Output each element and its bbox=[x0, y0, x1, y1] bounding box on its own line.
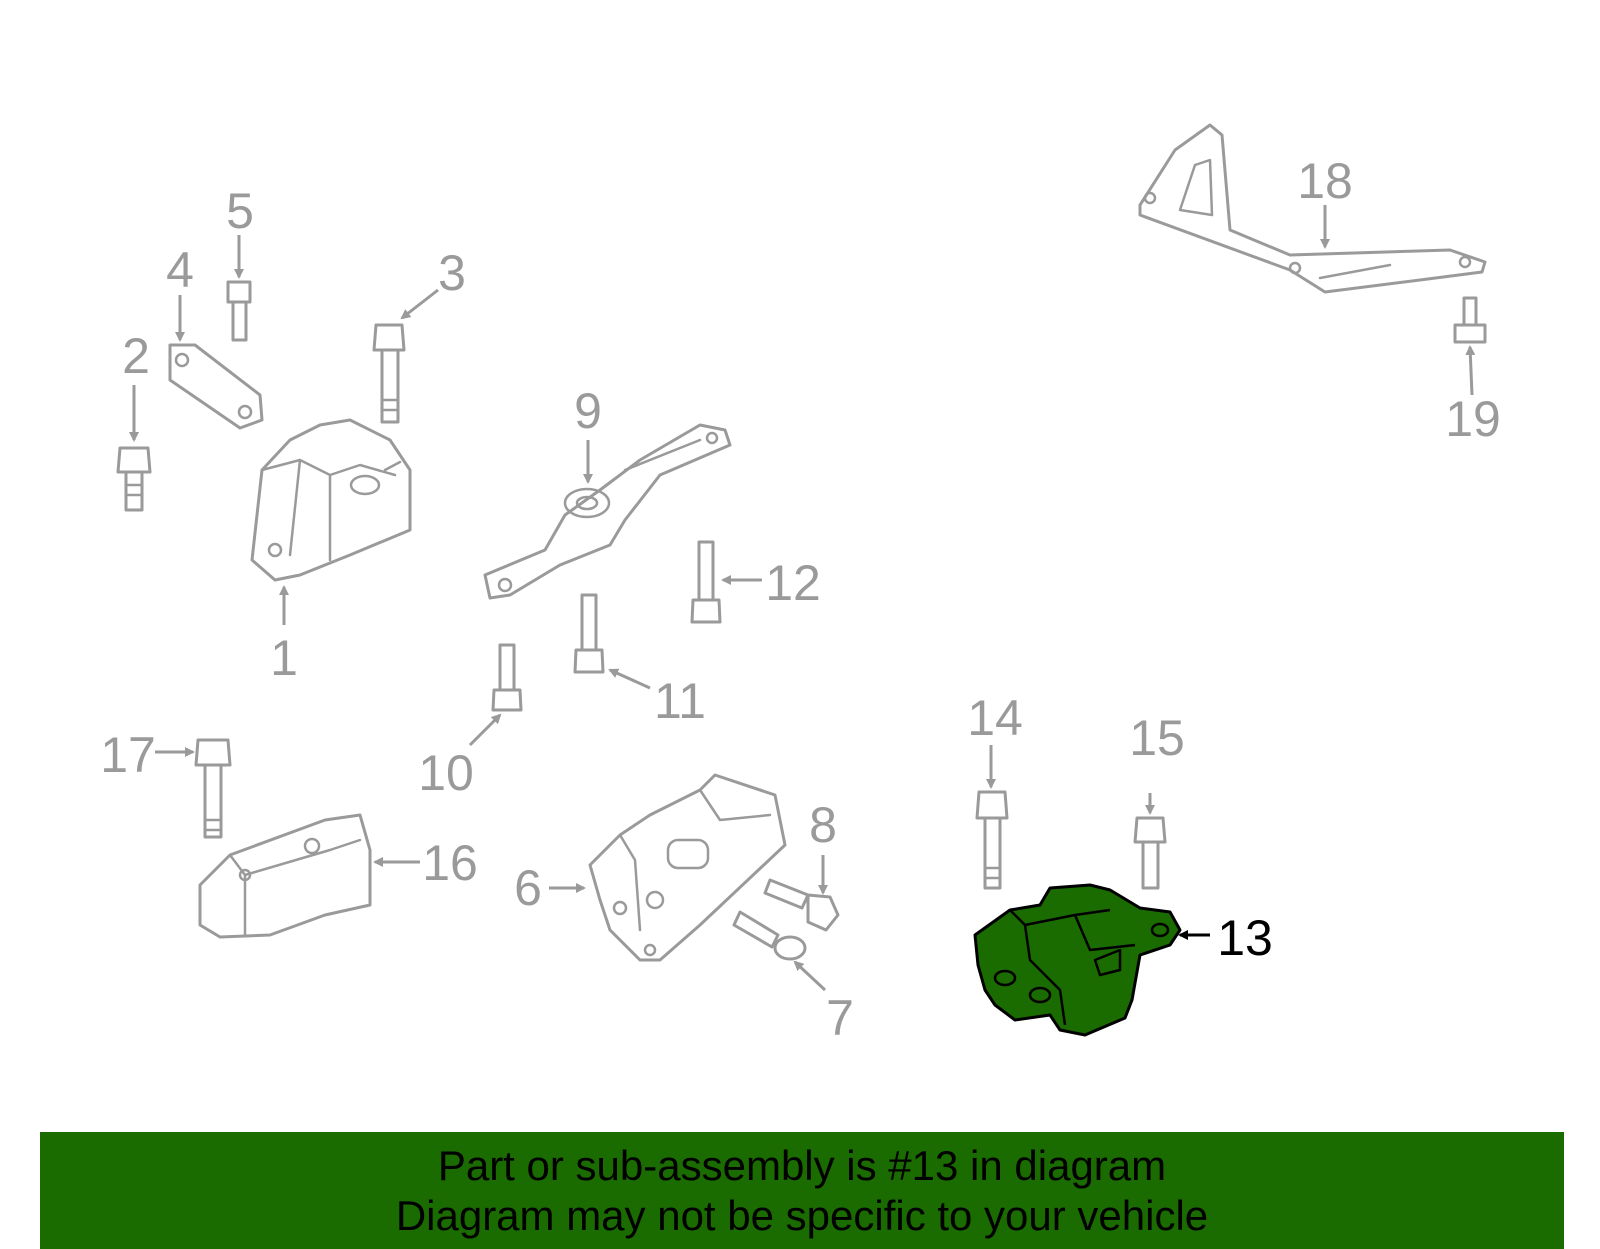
part-16-mount[interactable] bbox=[198, 813, 372, 939]
part-5-bolt[interactable] bbox=[226, 280, 252, 342]
part-19-bolt[interactable] bbox=[1453, 296, 1487, 344]
callout-6: 6 bbox=[514, 860, 542, 916]
part-9-torque-rod[interactable] bbox=[483, 423, 732, 600]
callout-2: 2 bbox=[122, 328, 150, 384]
part-17-bolt[interactable] bbox=[194, 738, 232, 839]
callout-13: 13 bbox=[1217, 910, 1273, 966]
part-11-bolt[interactable] bbox=[573, 593, 605, 674]
part-13-transmission-mount[interactable] bbox=[973, 883, 1182, 1037]
part-14-bolt[interactable] bbox=[975, 790, 1009, 890]
part-10-bolt[interactable] bbox=[491, 643, 523, 712]
footer-line-disclaimer: Diagram may not be specific to your vehi… bbox=[395, 1191, 1209, 1239]
callout-4: 4 bbox=[166, 242, 194, 298]
part-2-bolt[interactable] bbox=[116, 446, 152, 512]
callout-10: 10 bbox=[418, 745, 474, 801]
part-4-bracket[interactable] bbox=[168, 343, 264, 430]
callout-1: 1 bbox=[270, 630, 298, 686]
callout-8: 8 bbox=[809, 797, 837, 853]
part-7-bolt[interactable] bbox=[732, 910, 807, 961]
part-1-engine-mount[interactable] bbox=[250, 418, 412, 582]
callout-19: 19 bbox=[1445, 391, 1501, 447]
part-15-bolt[interactable] bbox=[1133, 816, 1167, 890]
part-12-bolt[interactable] bbox=[690, 540, 722, 624]
footer-line-part-info: Part or sub-assembly is #13 in diagram bbox=[437, 1141, 1167, 1189]
callout-16: 16 bbox=[422, 835, 478, 891]
callout-12: 12 bbox=[765, 555, 821, 611]
footer-banner: Part or sub-assembly is #13 in diagram D… bbox=[40, 1132, 1564, 1249]
callout-labels: 1 2 3 4 5 6 7 8 9 10 11 12 13 14 15 16 1… bbox=[100, 153, 1501, 1046]
part-18-crossmember[interactable] bbox=[1138, 123, 1487, 294]
callout-7: 7 bbox=[826, 990, 854, 1046]
part-8-bolt[interactable] bbox=[763, 878, 840, 932]
callout-9: 9 bbox=[574, 383, 602, 439]
callout-11: 11 bbox=[654, 673, 706, 729]
callout-14: 14 bbox=[967, 690, 1023, 746]
callout-18: 18 bbox=[1297, 153, 1353, 209]
part-3-bolt[interactable] bbox=[372, 323, 406, 424]
part-6-bracket[interactable] bbox=[588, 773, 787, 962]
callout-5: 5 bbox=[226, 183, 254, 239]
callout-arrows bbox=[129, 205, 1476, 992]
callout-17: 17 bbox=[100, 727, 156, 783]
callout-3: 3 bbox=[438, 245, 466, 301]
callout-15: 15 bbox=[1129, 710, 1185, 766]
